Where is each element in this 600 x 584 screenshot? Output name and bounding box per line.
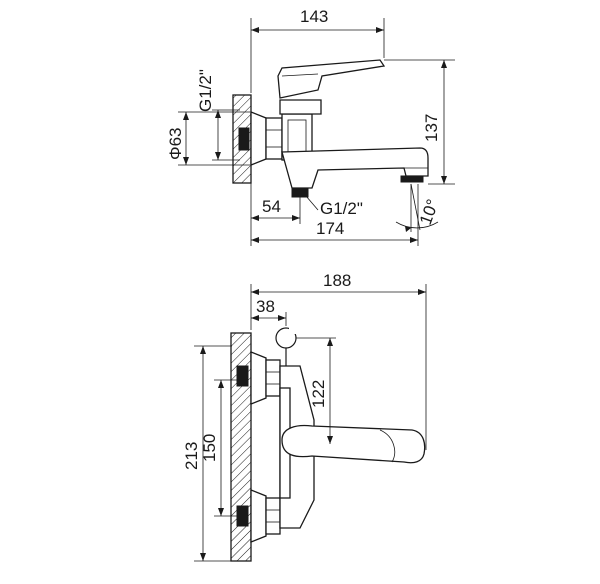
lower-nut-front (265, 497, 281, 535)
dim-10deg: 10° (416, 197, 443, 228)
upper-nut-front (265, 359, 281, 397)
lower-flange-front (250, 489, 267, 543)
dim-213: 213 (182, 442, 201, 470)
dim-137: 137 (422, 114, 441, 142)
upper-flange-front (250, 351, 267, 405)
dim-122: 122 (309, 380, 328, 408)
dim-150: 150 (200, 434, 219, 462)
dim-188: 188 (323, 271, 351, 290)
spout-side (281, 147, 429, 189)
body-side (279, 99, 322, 115)
side-view: 143 137 G1/2" Φ63 54 G1/2" (166, 7, 455, 246)
thread-block-side (238, 127, 250, 151)
dim-143: 143 (300, 7, 328, 26)
dim-g12-outlet: G1/2" (320, 199, 363, 218)
flange-side (250, 111, 267, 166)
dim-phi63: Φ63 (166, 128, 185, 160)
lever-front (281, 424, 426, 464)
wall-plate-front (230, 332, 252, 562)
front-view: 188 38 122 213 150 (182, 271, 427, 562)
dim-38: 38 (256, 297, 275, 316)
dim-g12-inlet: G1/2" (196, 69, 215, 112)
lever-side (277, 59, 386, 99)
dim-174: 174 (316, 219, 344, 238)
outlet-thread-side (291, 187, 309, 198)
nut-side (265, 117, 283, 160)
dim-54: 54 (262, 197, 281, 216)
